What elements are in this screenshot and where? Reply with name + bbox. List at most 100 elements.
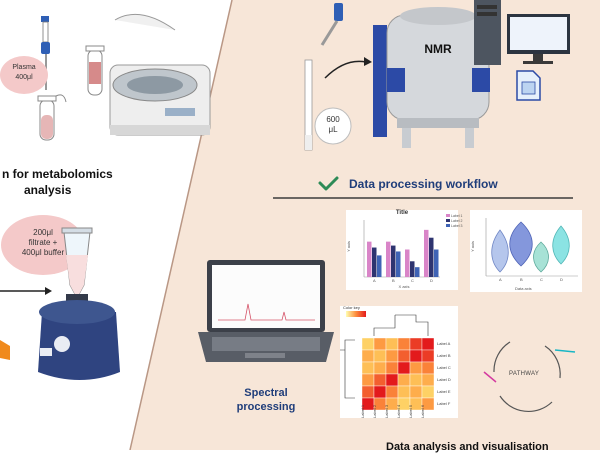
heatmap-cell-r2-c2 — [373, 349, 387, 363]
heatmap-cell-r2-c6 — [421, 349, 435, 363]
pathway-label: PATHWAY — [509, 371, 540, 377]
heatmap-cell-r3-c2 — [373, 361, 387, 375]
heatmap-cell-r4-c5 — [409, 373, 423, 387]
heatmap-cell-r3-c4 — [397, 361, 411, 375]
heatmap-col-label: Label 2 — [372, 404, 377, 418]
spectral-label-line2: processing — [236, 401, 296, 413]
computer-tower-icon — [474, 0, 501, 65]
laptop-icon — [198, 260, 334, 362]
vortex-mixer-icon — [38, 294, 120, 380]
heatmap-cell-r4-c1 — [361, 373, 375, 387]
bar-c-series-2 — [410, 261, 415, 277]
monitor-icon — [507, 14, 570, 64]
bar-x-tick-a: A — [373, 278, 376, 283]
spectral-label-line1: Spectral — [244, 387, 288, 399]
document-icon — [516, 70, 541, 101]
heatmap-cell-r4-c4 — [397, 373, 411, 387]
nmr-pipette-icon — [320, 3, 343, 46]
violin-tick-c: C — [540, 277, 543, 282]
heatmap-cell-r4-c6 — [421, 373, 435, 387]
volume-label-line1: 600 — [326, 115, 340, 124]
nmr-tube-icon — [304, 59, 313, 151]
heatmap-row-label: Label E — [437, 389, 451, 394]
heatmap-row-label: Label D — [437, 377, 451, 382]
workflow-title: Data processing workflow — [349, 177, 498, 191]
bar-d-series-3 — [434, 249, 439, 277]
filtrate-tube-icon — [61, 227, 93, 300]
heatmap-cell-r2-c1 — [361, 349, 375, 363]
violin-b — [509, 221, 533, 267]
plasma-label: Plasma 400μl — [0, 63, 48, 83]
heatmap-cell-r5-c2 — [373, 385, 387, 399]
volume-label-line2: μL — [328, 125, 338, 134]
nmr-label: NMR — [424, 42, 452, 56]
legend-label-2-text: Label 2 — [451, 219, 463, 223]
heatmap-color-key-label: Color key — [343, 305, 360, 310]
centrifuge-tube-icon — [85, 45, 105, 96]
spectral-label: Spectral processing — [222, 386, 310, 414]
legend-label-2: Label 2 — [446, 219, 462, 224]
bar-a-series-3 — [377, 255, 382, 277]
filtrate-label: 200μl filtrate + 400μl buffer — [3, 228, 83, 258]
legend-label-1: Label 1 — [446, 214, 462, 219]
heatmap-col-label: Label 4 — [396, 404, 401, 418]
centrifuge-icon — [109, 13, 211, 136]
heatmap-row-label: Label C — [437, 365, 451, 370]
filtrate-label-line1: 200μl — [33, 228, 53, 237]
heatmap-cell-r5-c6 — [421, 385, 435, 399]
violin-a — [491, 229, 509, 273]
bar-x-tick-c: C — [411, 278, 414, 283]
heatmap-cell-r3-c6 — [421, 361, 435, 375]
heatmap-cell-r1-c2 — [373, 337, 387, 351]
heatmap-cell-r3-c1 — [361, 361, 375, 375]
bar-chart-xlabel: X axis — [398, 284, 410, 289]
bar-chart-ylabel: Y axis — [345, 241, 351, 252]
heatmap-cell-r2-c5 — [409, 349, 423, 363]
heatmap-row-label: Label A — [437, 341, 451, 346]
filtrate-label-line3: 400μl buffer — [21, 248, 65, 257]
bar-c-series-1 — [405, 249, 410, 277]
bar-chart-legend: Label 1 Label 2 Label 3 — [446, 214, 462, 229]
pathway-cycle-icon — [483, 341, 576, 413]
bar-chart-title: Title — [395, 210, 409, 216]
violin-ylabel: Y axis — [469, 241, 475, 252]
section-title-line2: analysis — [24, 183, 72, 197]
heatmap-cell-r3-c3 — [385, 361, 399, 375]
heatmap-row-label: Label B — [437, 353, 451, 358]
bar-x-tick-b: B — [392, 278, 395, 283]
legend-label-3: Label 3 — [446, 224, 462, 229]
heatmap-cell-r3-c5 — [409, 361, 423, 375]
orange-item-icon — [0, 340, 10, 360]
plasma-tube-icon — [37, 94, 67, 141]
plasma-bubble — [0, 56, 48, 94]
data-analysis-label: Data analysis and visualisation — [386, 441, 549, 453]
heatmap-col-label: Label 1 — [360, 404, 365, 418]
violin-tick-a: A — [499, 277, 502, 282]
violin-tick-d: D — [560, 277, 563, 282]
arrow-head — [45, 287, 52, 295]
plasma-label-line1: Plasma — [12, 64, 36, 71]
violin-c — [533, 241, 549, 273]
plasma-label-line2: 400μl — [15, 74, 33, 81]
heatmap-cell-r5-c3 — [385, 385, 399, 399]
bar-c-series-3 — [415, 267, 420, 277]
nmr-spectrometer-icon — [373, 7, 490, 148]
heatmap-cell-r1-c3 — [385, 337, 399, 351]
section-title-line1: n for metabolomics — [2, 167, 113, 181]
heatmap-cell-r6-c6 — [421, 397, 435, 411]
bar-b-series-3 — [396, 251, 401, 277]
bar-d-series-1 — [424, 229, 429, 277]
volume-label: 600 μL — [315, 115, 351, 135]
heatmap-cell-r2-c4 — [397, 349, 411, 363]
filtrate-label-line2: filtrate + — [28, 238, 58, 247]
heatmap-cell-r4-c2 — [373, 373, 387, 387]
heatmap — [340, 306, 458, 418]
heatmap-cell-r1-c4 — [397, 337, 411, 351]
heatmap-cell-r2-c3 — [385, 349, 399, 363]
checkmark-icon — [318, 176, 339, 191]
violin-tick-b: B — [520, 277, 523, 282]
legend-label-3-text: Label 3 — [451, 224, 463, 228]
bar-a-series-1 — [367, 241, 372, 277]
panel-divider — [129, 0, 233, 450]
